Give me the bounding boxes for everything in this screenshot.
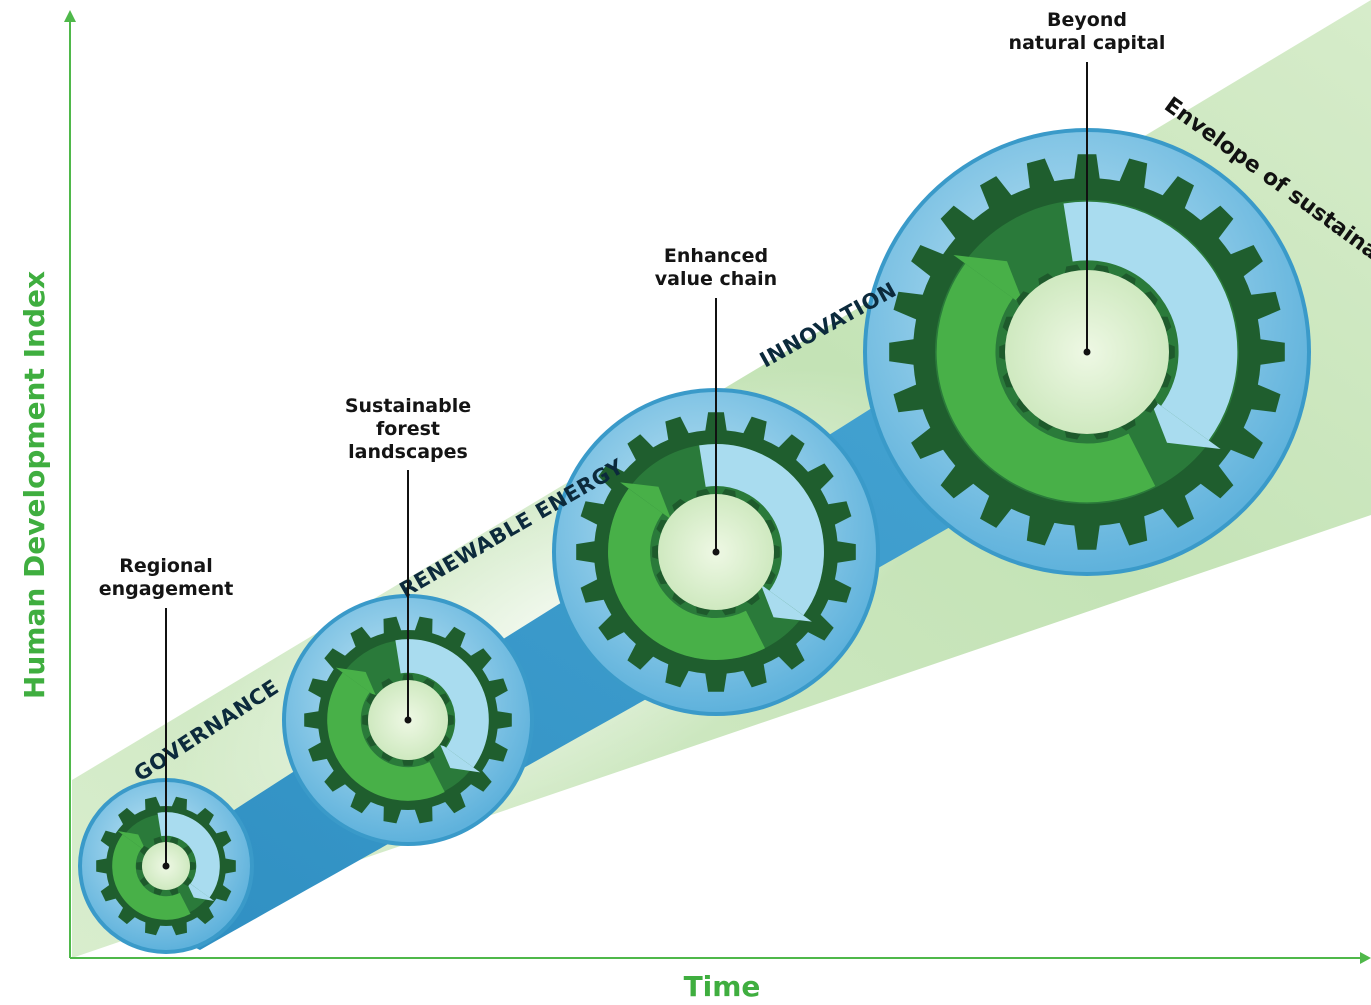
gear-pointer-dot [1083, 348, 1091, 356]
cycle-arrow-head [185, 880, 215, 902]
y-axis-arrow [64, 10, 76, 22]
gear-label-regional-engagement: Regional engagement [99, 555, 234, 870]
gear-label-enhanced-value-chain: Enhanced value chain [655, 245, 777, 556]
x-axis-title: Time [684, 970, 761, 1003]
gear-3 [556, 392, 876, 712]
cycle-arrow-head [335, 667, 377, 698]
cycle-arrow-blue [699, 444, 824, 616]
cycle-arrow-green [112, 834, 191, 920]
gear-pointer-dot [712, 548, 720, 556]
cycle-arrow-head [620, 482, 672, 520]
gear-label-line: landscapes [348, 441, 468, 463]
x-axis-arrow [1360, 952, 1371, 964]
gear-label-line: value chain [655, 268, 777, 290]
gear-label-line: Enhanced [664, 245, 768, 267]
cycle-arrow-green [936, 263, 1156, 503]
cycle-arrow-head [439, 742, 481, 773]
cycle-arrow-blue [395, 639, 489, 768]
cycle-arrow-green [327, 672, 445, 801]
gear-label-line: Beyond [1047, 9, 1127, 31]
gear-label-sustainable-forest: Sustainable forest landscapes [345, 395, 471, 724]
cycle-arrow-head [760, 584, 812, 622]
cycle-arrow-head [1149, 397, 1221, 450]
gear-pointer-dot [162, 862, 170, 870]
cycle-arrow-green [608, 488, 766, 660]
y-axis-title: Human Development Index [18, 271, 51, 699]
gear-pointer-dot [404, 716, 412, 724]
gear-label-beyond-natural-capital: Beyond natural capital [1009, 9, 1166, 356]
cycle-arrow-head [953, 254, 1025, 307]
gear-label-line: Sustainable [345, 395, 471, 417]
gear-label-line: natural capital [1009, 32, 1166, 54]
cycle-arrow-blue [1063, 201, 1238, 441]
gear-label-line: engagement [99, 578, 234, 600]
cycle-arrow-head [117, 830, 147, 852]
cycle-arrow-blue [157, 812, 220, 898]
gear-label-line: Regional [119, 555, 213, 577]
gear-label-line: forest [376, 418, 440, 440]
